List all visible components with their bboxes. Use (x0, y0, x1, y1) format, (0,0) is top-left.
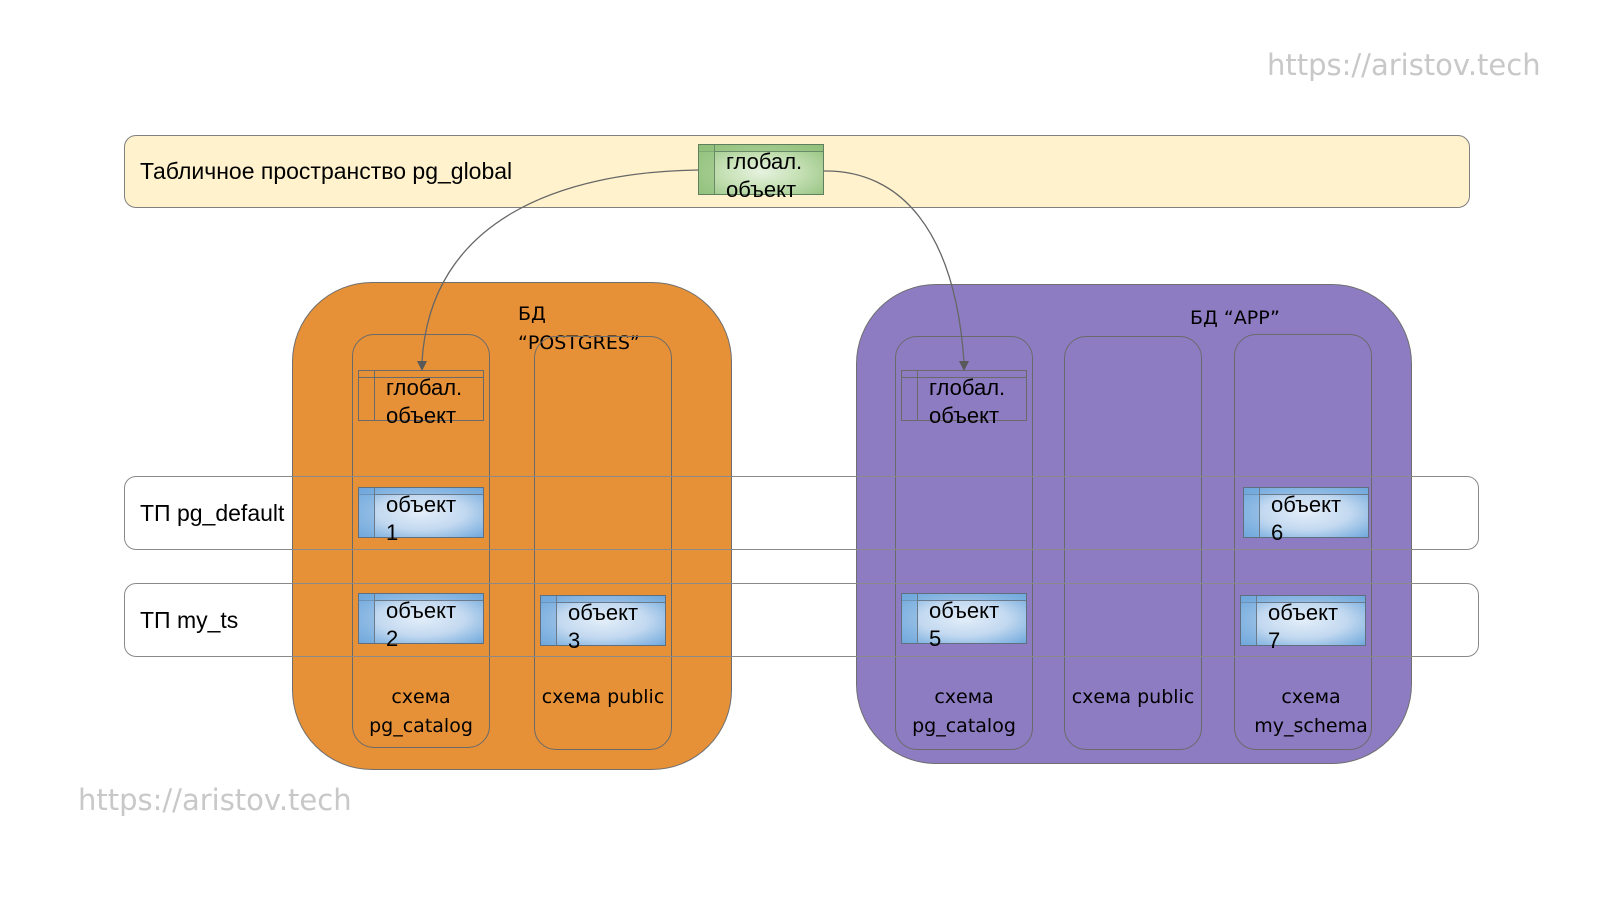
schema-app-my-schema (1234, 334, 1372, 750)
object-label: глобал.объект (386, 375, 463, 428)
object-header-strip (1241, 596, 1365, 603)
object-header-strip (359, 594, 483, 601)
object-side-strip (541, 596, 557, 645)
watermark-top-right: https://aristov.tech (1267, 48, 1541, 82)
object-label: глобал.объект (929, 375, 1006, 428)
object-label: глобал.объект (726, 149, 803, 202)
object-side-strip (902, 371, 918, 420)
tablespace-my-ts-label: ТП my_ts (140, 607, 239, 633)
object-side-strip (699, 145, 715, 194)
global-object-source[interactable]: глобал.объект (698, 144, 824, 202)
tablespace-my-ts (124, 583, 1479, 657)
object-side-strip (902, 594, 918, 643)
tablespace-pg-default-label: ТП pg_default (140, 500, 285, 526)
object-header-strip (902, 594, 1026, 601)
object-header-strip (902, 371, 1026, 378)
object-side-strip (1241, 596, 1257, 645)
schema-postgres-pg-catalog (352, 334, 490, 748)
global-object-postgres[interactable]: глобал.объект (358, 370, 484, 428)
schema-app-public (1064, 336, 1202, 750)
schema-postgres-public-label: схема public (541, 686, 665, 708)
object-side-strip (1244, 488, 1260, 537)
object-side-strip (359, 594, 375, 643)
tablespace-pg-global-label: Табличное пространство pg_global (140, 158, 513, 184)
object-side-strip (359, 488, 375, 537)
object-header-strip (359, 371, 483, 378)
watermark-bottom-left: https://aristov.tech (78, 783, 352, 817)
tablespace-pg-default (124, 476, 1479, 550)
object-header-strip (541, 596, 665, 603)
schema-app-public-label: схема public (1071, 686, 1195, 708)
object-header-strip (1244, 488, 1368, 495)
global-object-app[interactable]: глобал.объект (901, 370, 1027, 428)
object-header-strip (359, 488, 483, 495)
object-side-strip (359, 371, 375, 420)
object-header-strip (699, 145, 823, 152)
database-app-label: БД “APP” (1190, 307, 1280, 329)
